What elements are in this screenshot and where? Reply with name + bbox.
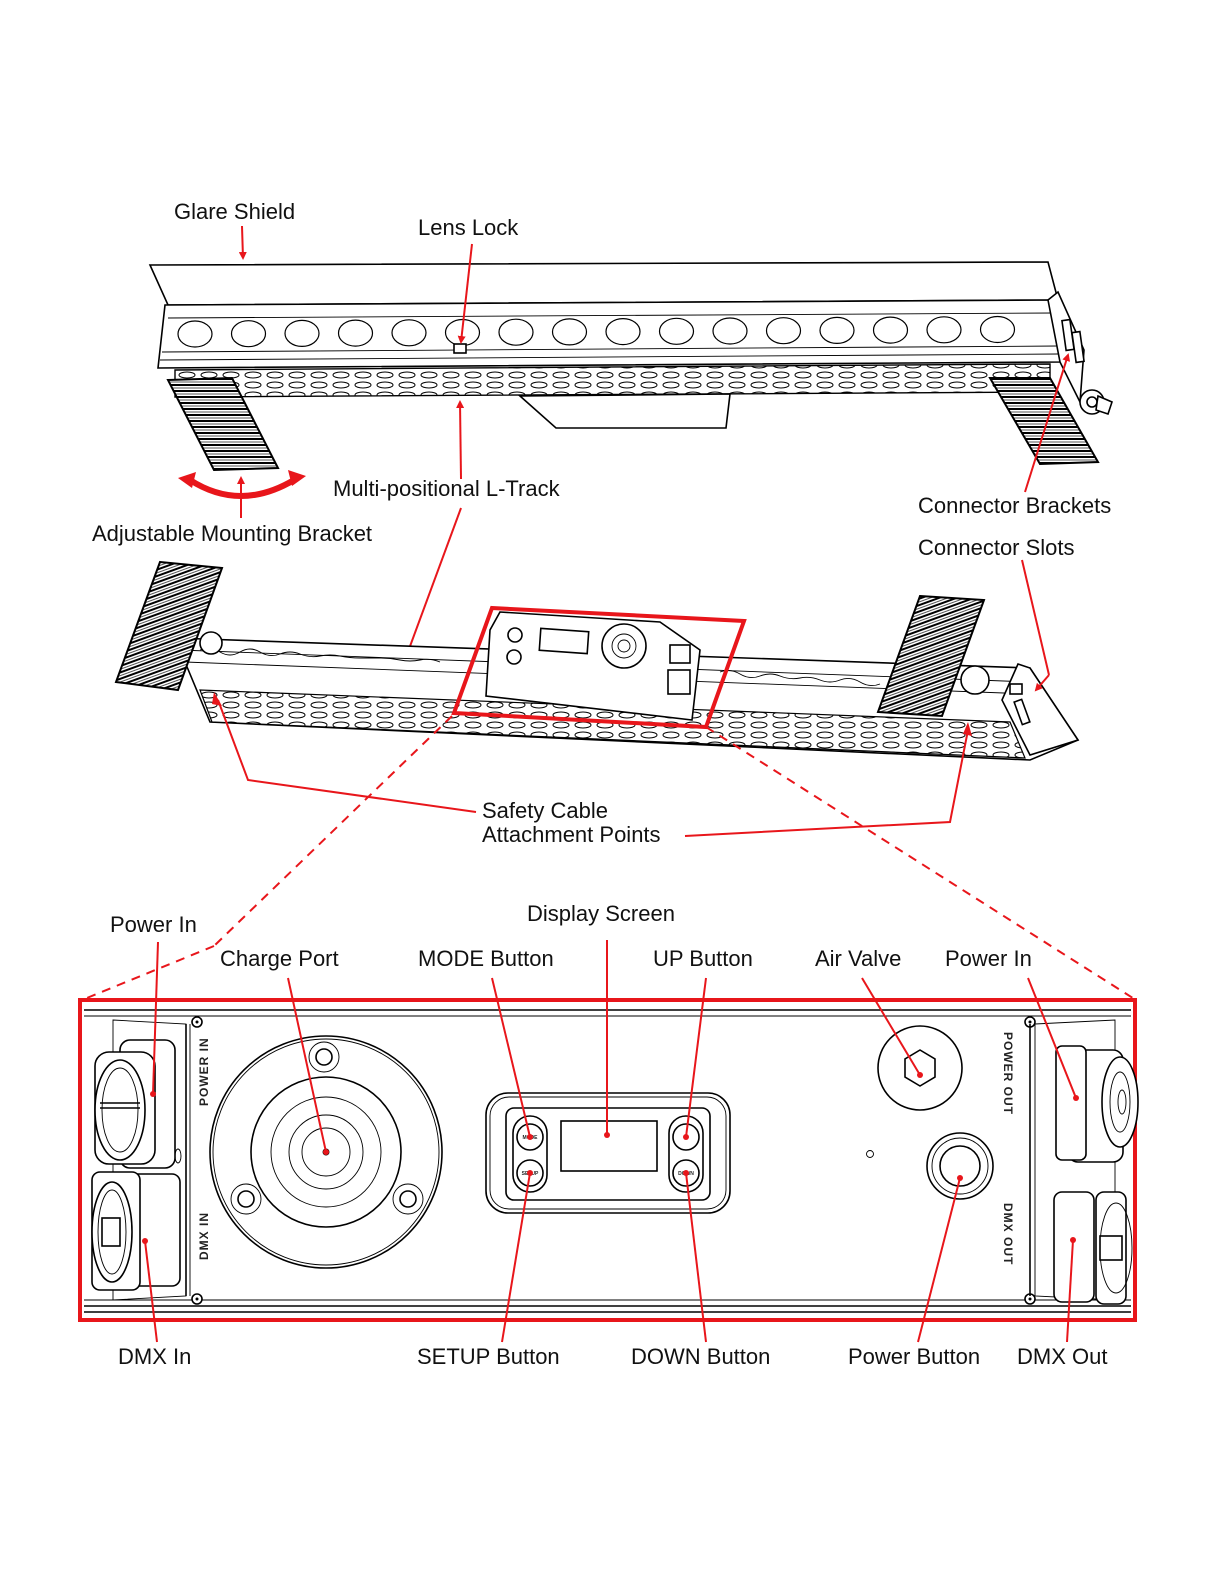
label-charge-port: Charge Port (220, 946, 339, 971)
air-valve (877, 1025, 963, 1111)
fixture-body-upper (157, 299, 1061, 369)
power-in-connector-left (94, 1039, 176, 1169)
glare-shield (148, 261, 1060, 306)
print-dmx-out: DMX OUT (1001, 1203, 1015, 1265)
l-track-upper (174, 363, 1051, 398)
upper-callouts: Glare Shield Lens Lock Multi-positional … (92, 199, 1111, 670)
led-lens (926, 316, 962, 344)
print-power-out: POWER OUT (1001, 1032, 1015, 1115)
led-lens-row (177, 315, 1016, 348)
led-lens (284, 319, 320, 347)
label-mounting-bracket: Adjustable Mounting Bracket (92, 521, 372, 546)
label-dmx-in: DMX In (118, 1344, 191, 1369)
label-connector-brackets: Connector Brackets (918, 493, 1111, 518)
mounting-bracket-left (166, 376, 280, 472)
label-air-valve: Air Valve (815, 946, 901, 971)
print-dmx-in: DMX IN (197, 1212, 211, 1260)
control-panel-detail: POWER IN DMX IN POWER OUT DMX OUT (78, 998, 1139, 1322)
led-lens (230, 320, 267, 348)
power-out-connector (1055, 1045, 1139, 1163)
dmx-in-connector (91, 1171, 181, 1291)
led-lens (658, 317, 695, 345)
power-button[interactable] (926, 1132, 994, 1200)
label-connector-slots: Connector Slots (918, 535, 1075, 560)
label-safety-cable-1: Safety Cable (482, 798, 608, 823)
print-power-in: POWER IN (197, 1037, 211, 1106)
lens-lock (453, 343, 467, 354)
led-lens (391, 319, 427, 347)
connector-slot (1013, 698, 1031, 726)
led-lens (819, 316, 855, 344)
led-lens (551, 318, 588, 346)
led-lens (605, 318, 641, 346)
control-keypad: MODE SETUP DOWN (485, 1092, 731, 1214)
label-power-in-right: Power In (945, 946, 1032, 971)
label-down-button: DOWN Button (631, 1344, 770, 1369)
l-track-lower (199, 647, 441, 663)
label-glare-shield: Glare Shield (174, 199, 295, 224)
label-lens-lock: Lens Lock (418, 215, 519, 240)
label-display-screen: Display Screen (527, 901, 675, 926)
lower-callouts: Connector Slots Safety Cable Attachment … (212, 535, 1075, 847)
label-l-track: Multi-positional L-Track (333, 476, 561, 501)
label-setup-button: SETUP Button (417, 1344, 560, 1369)
label-power-in-left: Power In (110, 912, 197, 937)
mounting-bracket-right (988, 377, 1100, 466)
detail-callouts: Power In Charge Port MODE Button Display… (110, 901, 1107, 1369)
mounting-bracket-lower-left (114, 560, 224, 692)
lower-fixture-view (114, 560, 1080, 761)
label-dmx-out: DMX Out (1017, 1344, 1107, 1369)
display-screen (560, 1120, 658, 1172)
led-lens (177, 320, 213, 348)
upper-fixture-view (148, 261, 1113, 472)
dmx-out-connector (1053, 1191, 1133, 1305)
label-power-button: Power Button (848, 1344, 980, 1369)
label-mode-button: MODE Button (418, 946, 554, 971)
led-lens (979, 315, 1016, 344)
label-up-button: UP Button (653, 946, 753, 971)
center-housing-upper (517, 393, 731, 429)
led-lens (765, 317, 802, 345)
led-lens (498, 318, 534, 346)
led-lens (872, 316, 909, 344)
led-lens (712, 317, 748, 345)
led-lens (337, 319, 374, 347)
mounting-bracket-lower-right (876, 594, 986, 718)
label-safety-cable-2: Attachment Points (482, 822, 661, 847)
indicator-hole (866, 1150, 874, 1158)
